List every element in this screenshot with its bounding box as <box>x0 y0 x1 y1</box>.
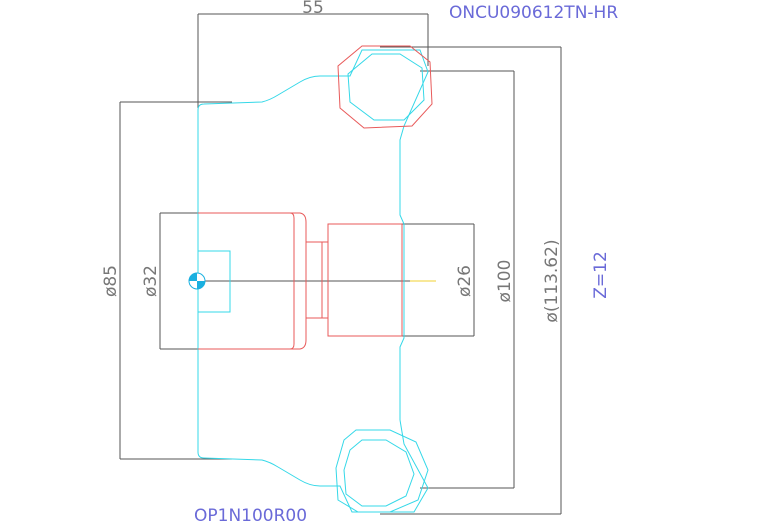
center-mark-quadrant-b <box>197 281 205 289</box>
insert-and-arbor <box>198 45 433 350</box>
insert-bottom-inner <box>343 439 415 507</box>
body-profile-bottom <box>197 281 429 513</box>
teeth-count-label: Z=12 <box>591 251 611 299</box>
keyway <box>198 250 231 313</box>
insert-bottom <box>335 429 429 513</box>
cutter-body-outline <box>197 49 429 513</box>
insert-code-label: ONCU090612TN-HR <box>449 3 618 23</box>
insert-top-inner <box>347 53 425 121</box>
dim-d32-label: ø32 <box>141 265 161 297</box>
arbor-neck <box>305 241 329 319</box>
dim-d26-label: ø26 <box>455 265 475 297</box>
center-mark <box>188 272 206 290</box>
dim-d85-label: ø85 <box>101 265 121 297</box>
cutter-code-label: OP1N100R00 <box>194 506 307 523</box>
insert-top <box>337 45 433 129</box>
body-profile-top <box>197 49 429 420</box>
center-mark-quadrant-a <box>189 273 197 281</box>
arbor-hub <box>327 223 403 337</box>
dim-d100-label: ø100 <box>495 260 515 303</box>
dim-width-label: 55 <box>302 0 324 18</box>
dim-d113-label: ø(113.62) <box>542 239 562 322</box>
